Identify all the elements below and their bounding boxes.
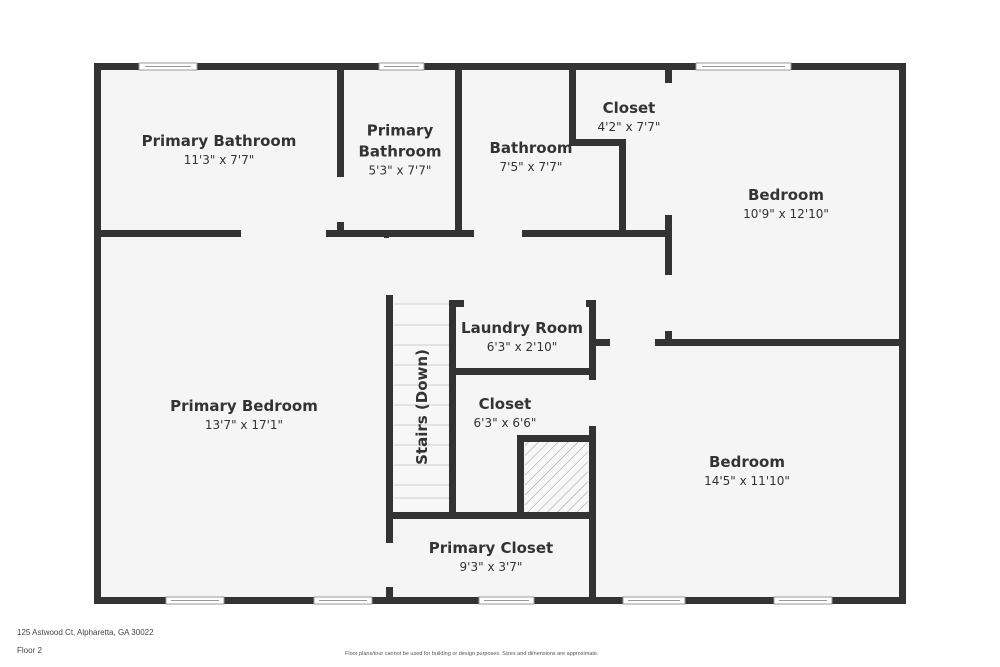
- room-name: Bathroom: [489, 139, 573, 157]
- room-closet-top: Closet 4'2" x 7'7": [598, 98, 661, 136]
- room-bedroom-bottom: Bedroom 14'5" x 11'10": [704, 452, 790, 490]
- room-primary-bedroom: Primary Bedroom 13'7" x 17'1": [170, 396, 318, 434]
- room-bedroom-top: Bedroom 10'9" x 12'10": [743, 185, 829, 223]
- disclaimer: Floor plans/tour cannot be used for buil…: [345, 651, 599, 657]
- windows: [138, 62, 833, 605]
- room-name: Primary Closet: [428, 539, 554, 557]
- room-closet-mid: Closet 6'3" x 6'6": [474, 394, 537, 432]
- room-dimensions: 4'2" x 7'7": [597, 120, 661, 134]
- room-dimensions: 11'3" x 7'7": [183, 153, 255, 167]
- room-name: Closet: [478, 395, 532, 413]
- room-primary-bathroom-1: Primary Bathroom 11'3" x 7'7": [142, 131, 297, 169]
- floor-area: [97, 66, 903, 601]
- room-dimensions: 6'3" x 6'6": [473, 416, 537, 430]
- room-primary-closet: Primary Closet 9'3" x 3'7": [429, 538, 553, 576]
- room-primary-bathroom-2: Primary Bathroom 5'3" x 7'7": [358, 121, 441, 180]
- room-name: Laundry Room: [461, 319, 583, 337]
- room-name: Primary Bathroom: [358, 121, 442, 161]
- room-dimensions: 6'3" x 2'10": [486, 340, 558, 354]
- room-name: Primary Bedroom: [170, 397, 318, 415]
- room-name: Closet: [602, 99, 656, 117]
- room-dimensions: 10'9" x 12'10": [743, 207, 829, 221]
- room-dimensions: 5'3" x 7'7": [368, 163, 432, 178]
- room-laundry-room: Laundry Room 6'3" x 2'10": [461, 318, 583, 356]
- address: 125 Astwood Ct, Alpharetta, GA 30022: [17, 628, 154, 637]
- room-dimensions: 7'5" x 7'7": [499, 160, 563, 174]
- room-dimensions: 13'7" x 17'1": [204, 418, 284, 432]
- stairs-label: Stairs (Down): [413, 349, 431, 465]
- room-bathroom: Bathroom 7'5" x 7'7": [489, 138, 572, 176]
- room-name: Bedroom: [748, 186, 824, 204]
- room-name: Bedroom: [709, 453, 785, 471]
- room-dimensions: 14'5" x 11'10": [704, 474, 790, 488]
- stairs: [394, 303, 451, 513]
- room-name: Primary Bathroom: [141, 132, 297, 150]
- room-dimensions: 9'3" x 3'7": [459, 560, 523, 574]
- hatched-void: [525, 442, 588, 513]
- walls: [94, 63, 906, 604]
- floor-label: Floor 2: [17, 646, 42, 655]
